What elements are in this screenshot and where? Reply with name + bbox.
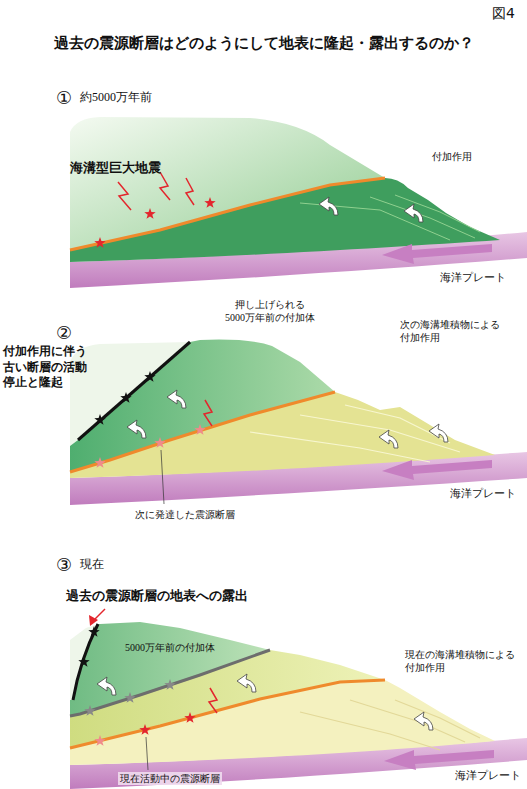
era-label: 約5000万年前 bbox=[80, 90, 152, 106]
uplift-arrow bbox=[414, 712, 433, 730]
hypocenter-star bbox=[139, 724, 150, 735]
quake-zigzag bbox=[204, 400, 212, 426]
leader-line bbox=[146, 737, 148, 770]
old-hypocenter-star bbox=[144, 371, 155, 382]
uplift-arrow bbox=[404, 204, 423, 222]
quake-zigzag bbox=[186, 178, 194, 205]
hypocenter-star bbox=[204, 197, 215, 208]
quake-zigzag bbox=[160, 172, 170, 200]
era-label: 現在 bbox=[80, 557, 104, 573]
wedge-stripe bbox=[300, 415, 460, 452]
hypocenter-star bbox=[154, 437, 165, 448]
wedge-stripe bbox=[395, 195, 480, 232]
pointer-arrowhead bbox=[89, 615, 98, 626]
uplift-arrow bbox=[237, 674, 256, 692]
note-label: 付加作用に伴う 古い断層の活動 停止と隆起 bbox=[3, 344, 99, 391]
process-label: 付加作用 bbox=[432, 150, 472, 163]
exposure-label: 過去の震源断層の地表への露出 bbox=[66, 588, 248, 605]
hypocenter-star bbox=[194, 424, 205, 435]
fault-label: 次に発達した震源断層 bbox=[135, 508, 235, 521]
fault-label: 現在活動中の震源断層 bbox=[118, 772, 222, 785]
plate-label: 海洋プレート bbox=[450, 486, 516, 500]
old-hypocenter-star bbox=[120, 392, 131, 403]
plate-motion-arrow bbox=[382, 244, 492, 264]
uplift-arrow bbox=[429, 424, 448, 442]
new-accretionary-wedge bbox=[70, 680, 495, 765]
plate-label: 海洋プレート bbox=[440, 270, 506, 284]
wedge-stripe bbox=[395, 700, 480, 738]
process-label: 現在の海溝堆積物による 付加作用 bbox=[405, 648, 521, 674]
plate-boundary-fault bbox=[70, 392, 335, 472]
quake-zigzag bbox=[209, 688, 217, 713]
figure-number: 図4 bbox=[492, 4, 515, 22]
uplift-arrow bbox=[167, 390, 186, 408]
wedge-stripe bbox=[345, 405, 450, 443]
grey-hypocenter-star bbox=[164, 679, 175, 690]
inactive-fault bbox=[70, 650, 270, 716]
old-hypocenter-star bbox=[88, 626, 99, 637]
plate-motion-arrow bbox=[384, 750, 494, 770]
hypocenter-star bbox=[184, 712, 195, 723]
quake-zigzag bbox=[118, 182, 131, 210]
wedge-stripe bbox=[350, 700, 465, 742]
grey-hypocenter-star bbox=[124, 692, 135, 703]
wedge-stripe bbox=[300, 203, 450, 240]
wedge-stripe bbox=[250, 432, 430, 462]
plate-label: 海洋プレート bbox=[455, 768, 521, 782]
hypocenter-star bbox=[94, 735, 105, 746]
step-number: ③ bbox=[56, 553, 72, 576]
earthquake-label: 海溝型巨大地震 bbox=[70, 160, 161, 177]
old-hypocenter-star bbox=[78, 656, 89, 667]
process-label: 次の海溝堆積物による 付加作用 bbox=[400, 318, 520, 344]
plate-boundary-fault bbox=[70, 178, 385, 250]
pointer-arrow bbox=[95, 609, 105, 619]
uplift-arrow bbox=[379, 430, 398, 448]
step-number: ② bbox=[56, 321, 72, 344]
plate-motion-arrow bbox=[382, 460, 492, 480]
old-hypocenter-star bbox=[94, 414, 105, 425]
uplift-arrow bbox=[97, 677, 116, 695]
uplift-arrow bbox=[127, 420, 146, 438]
leader-line bbox=[161, 450, 164, 504]
wedge-stripe bbox=[370, 197, 475, 238]
plate-boundary-fault bbox=[70, 680, 385, 748]
diagram-title: 過去の震源断層はどのようにして地表に隆起・露出するのか？ bbox=[0, 34, 527, 53]
wedge-label: 5000万年前の付加体 bbox=[125, 641, 215, 654]
wedge-stripe bbox=[300, 712, 440, 750]
hypocenter-star bbox=[144, 208, 155, 219]
hypocenter-star bbox=[94, 237, 105, 248]
hypocenter-star bbox=[94, 457, 105, 468]
uplift-arrow bbox=[319, 197, 338, 215]
old-fault bbox=[78, 342, 190, 440]
wedge-label: 押し上げられる 5000万年前の付加体 bbox=[195, 298, 345, 324]
exposed-old-fault bbox=[73, 624, 98, 700]
step-number: ① bbox=[56, 86, 72, 109]
grey-hypocenter-star bbox=[84, 705, 95, 716]
